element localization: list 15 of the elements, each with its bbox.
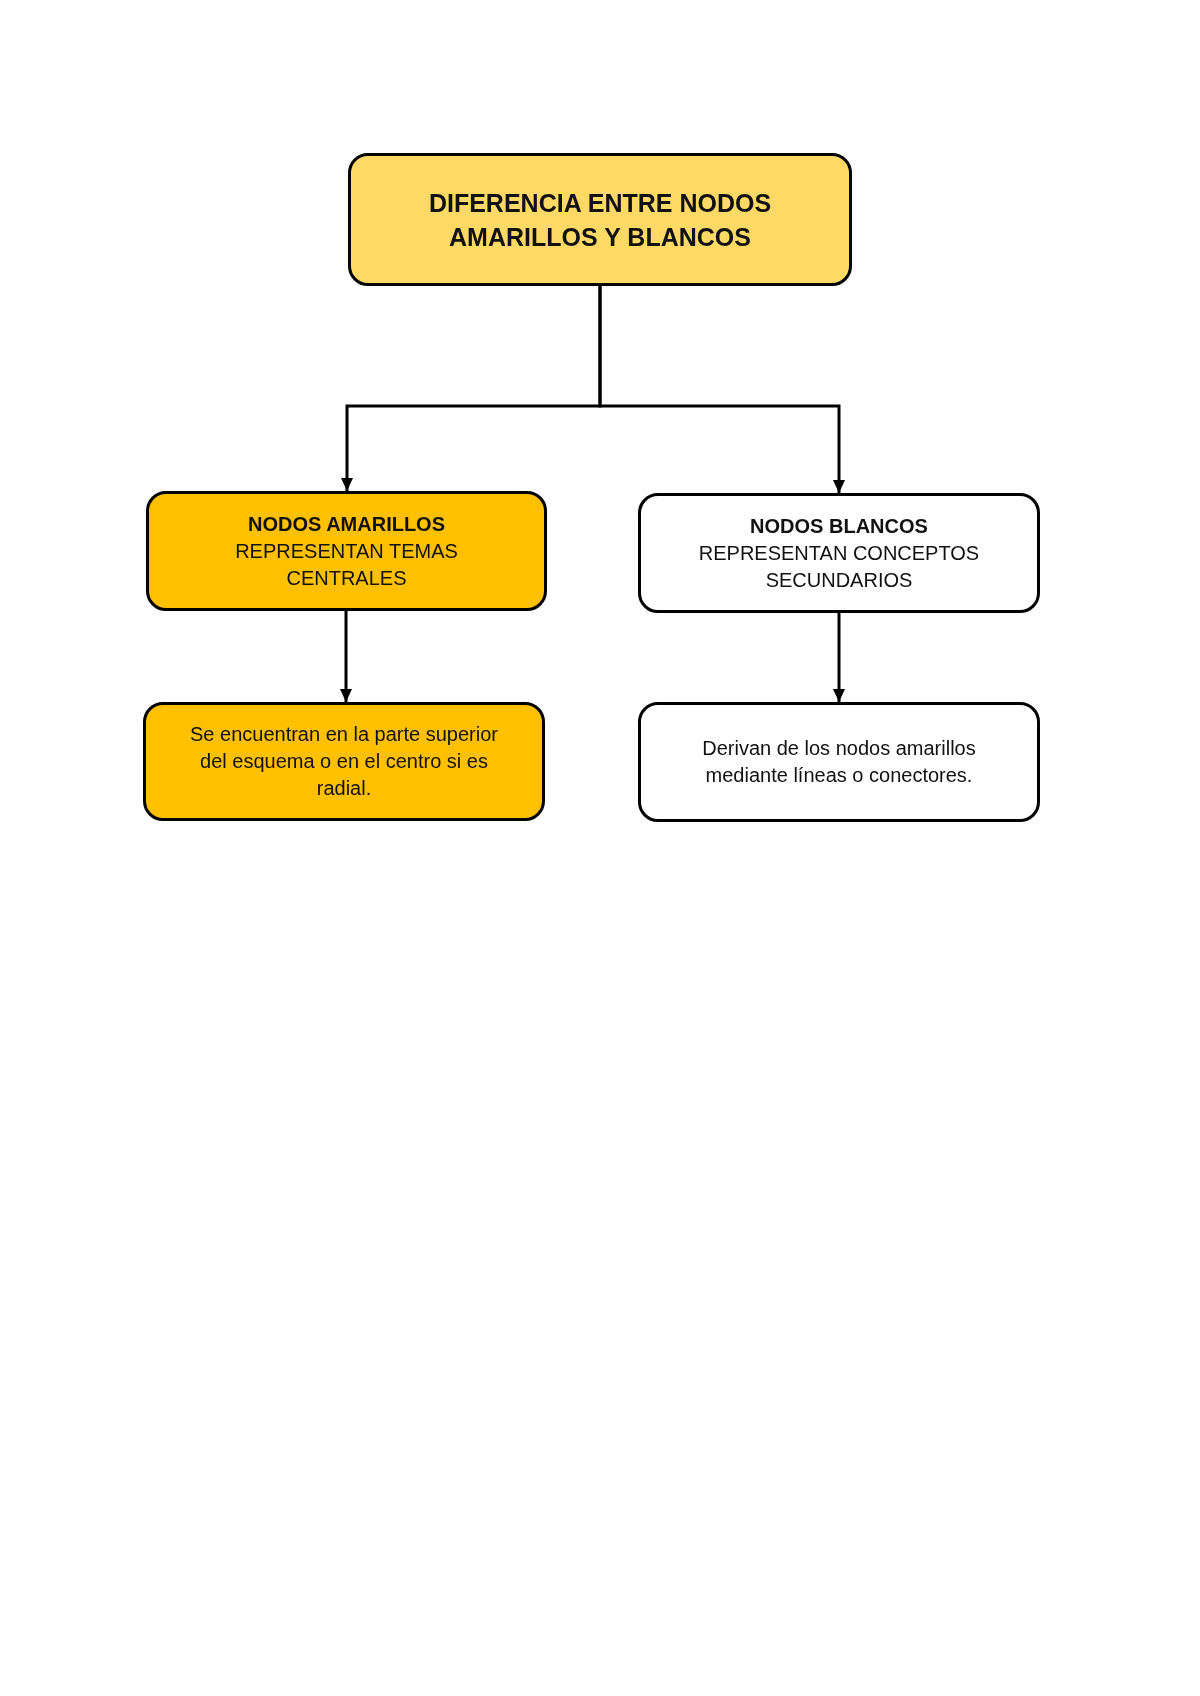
node-text: Se encuentran en la parte superior del esquema o en el centro si es radial. — [189, 722, 499, 801]
arrow — [833, 613, 845, 702]
concept-box — [638, 493, 1040, 613]
title-box — [348, 153, 852, 286]
description-box — [638, 702, 1040, 822]
concept-box — [146, 491, 547, 611]
arrow — [598, 286, 845, 493]
node-heading: NODOS BLANCOS — [750, 513, 928, 539]
description-box — [143, 702, 545, 821]
node-heading: NODOS AMARILLOS — [248, 511, 445, 537]
node-text: REPRESENTAN TEMAS CENTRALES — [234, 538, 459, 591]
node-text: REPRESENTAN CONCEPTOS SECUNDARIOS — [697, 540, 981, 593]
node-text: DIFERENCIA ENTRE NODOS AMARILLOS Y BLANCOS — [427, 187, 773, 253]
arrow — [340, 611, 352, 702]
node-text: Derivan de los nodos amarillos mediante líneas o conectores. — [701, 736, 977, 788]
